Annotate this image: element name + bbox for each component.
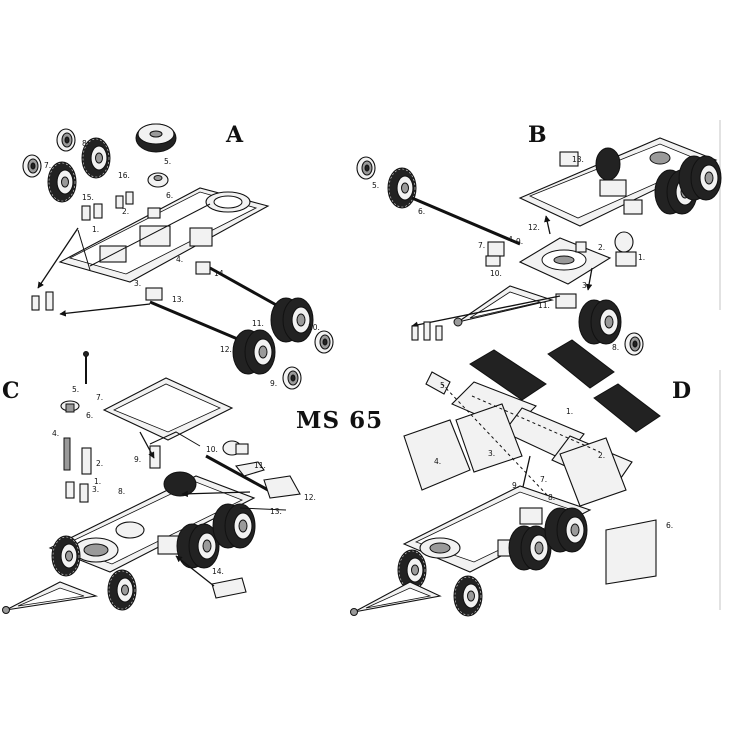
- panel-a-letter: A: [225, 122, 244, 148]
- panel-a-callouts: 1. 2. 3. 4. 5. 6. 7. 8. 9. 10. 11. 12. 1…: [44, 139, 320, 388]
- callout-b-9: 9.: [516, 237, 523, 246]
- callout-c-1: 1.: [94, 477, 101, 486]
- callout-c-4: 4.: [52, 429, 59, 438]
- callout-b-7: 7.: [478, 241, 485, 250]
- callout-a-5: 5.: [164, 157, 171, 166]
- callout-b-4: 4.: [508, 235, 515, 244]
- callout-a-14: 14.: [214, 269, 226, 278]
- callout-b-2: 2.: [598, 243, 605, 252]
- callout-a-13: 13.: [172, 295, 184, 304]
- panel-c-callouts: 1. 2. 3. 4. 5. 6. 7. 8. 9. 10. 11. 12. 1…: [52, 385, 316, 576]
- panel-b-callouts: 1. 2. 3. 4. 5. 6. 7. 8. 9. 10. 11. 12. 1…: [372, 155, 645, 352]
- panel-b-letter: B: [528, 122, 547, 148]
- callout-d-8: 8.: [548, 493, 555, 502]
- panel-b: B: [356, 122, 722, 356]
- callout-d-4: 4.: [434, 457, 441, 466]
- callout-c-2: 2.: [96, 459, 103, 468]
- panel-b-chassis-frame: [518, 137, 722, 227]
- callout-c-14: 14.: [212, 567, 224, 576]
- callout-c-6: 6.: [86, 411, 93, 420]
- panel-a: A: [22, 122, 334, 390]
- panel-a-leaders: [37, 227, 151, 317]
- callout-d-6: 6.: [666, 521, 673, 530]
- callout-c-11: 11.: [254, 461, 266, 470]
- callout-b-1: 1.: [638, 253, 645, 262]
- callout-c-3: 3.: [92, 485, 99, 494]
- callout-c-13: 13.: [270, 507, 282, 516]
- callout-d-7: 7.: [540, 475, 547, 484]
- panel-c-right-parts: [139, 431, 301, 599]
- callout-b-13: 13.: [572, 155, 584, 164]
- callout-a-16: 16.: [118, 171, 130, 180]
- panel-d-callouts: 1. 2. 3. 4. 5. 6. 7. 8. 9.: [434, 381, 673, 530]
- callout-c-10: 10.: [206, 445, 218, 454]
- callout-a-12: 12.: [220, 345, 232, 354]
- panel-b-leaders: [411, 196, 593, 341]
- callout-b-12: 12.: [528, 223, 540, 232]
- callout-a-3: 3.: [134, 279, 141, 288]
- callout-d-2: 2.: [598, 451, 605, 460]
- callout-a-1: 1.: [92, 225, 99, 234]
- callout-d-3: 3.: [488, 449, 495, 458]
- panel-a-chassis-frame: [58, 187, 270, 283]
- panel-d-letter: D: [672, 378, 691, 404]
- callout-d-5: 5.: [440, 381, 447, 390]
- callout-a-15: 15.: [82, 193, 94, 202]
- callout-a-2: 2.: [122, 207, 129, 216]
- callout-b-11: 11.: [538, 301, 550, 310]
- panel-c-exploded-parts: [60, 351, 92, 503]
- callout-b-5: 5.: [372, 181, 379, 190]
- callout-a-6: 6.: [166, 191, 173, 200]
- panel-c-letter: C: [2, 378, 20, 404]
- panel-c-chassis: [2, 471, 256, 614]
- callout-c-5: 5.: [72, 385, 79, 394]
- callout-b-3: 3.: [582, 281, 589, 290]
- callout-a-4: 4.: [176, 255, 183, 264]
- callout-a-8: 8.: [82, 139, 89, 148]
- callout-b-6: 6.: [418, 207, 425, 216]
- callout-a-9: 9.: [270, 379, 277, 388]
- panel-a-brackets: [31, 191, 211, 311]
- model-code: MS 65: [296, 407, 383, 434]
- panel-a-wheel-set: [22, 123, 177, 203]
- callout-c-7: 7.: [96, 393, 103, 402]
- callout-b-8: 8.: [612, 343, 619, 352]
- callout-d-1: 1.: [566, 407, 573, 416]
- panel-b-wheels: [356, 151, 644, 356]
- panel-d-chassis: [350, 485, 592, 617]
- callout-d-9: 9.: [512, 481, 519, 490]
- panel-d: D: [350, 339, 691, 617]
- callout-a-10: 10.: [308, 323, 320, 332]
- panel-c-body-frame: [102, 377, 234, 469]
- callout-c-8: 8.: [118, 487, 125, 496]
- callout-c-12: 12.: [304, 493, 316, 502]
- panel-a-lower-wheels: [232, 297, 334, 390]
- panel-b-turntable: [518, 237, 612, 285]
- panel-d-floor-panels: [403, 403, 657, 585]
- callout-c-9: 9.: [134, 455, 141, 464]
- panel-c: C MS 65: [2, 351, 383, 614]
- callout-a-11: 11.: [252, 319, 264, 328]
- panel-b-drawbar: [453, 241, 577, 327]
- callout-a-7: 7.: [44, 161, 51, 170]
- callout-b-10: 10.: [490, 269, 502, 278]
